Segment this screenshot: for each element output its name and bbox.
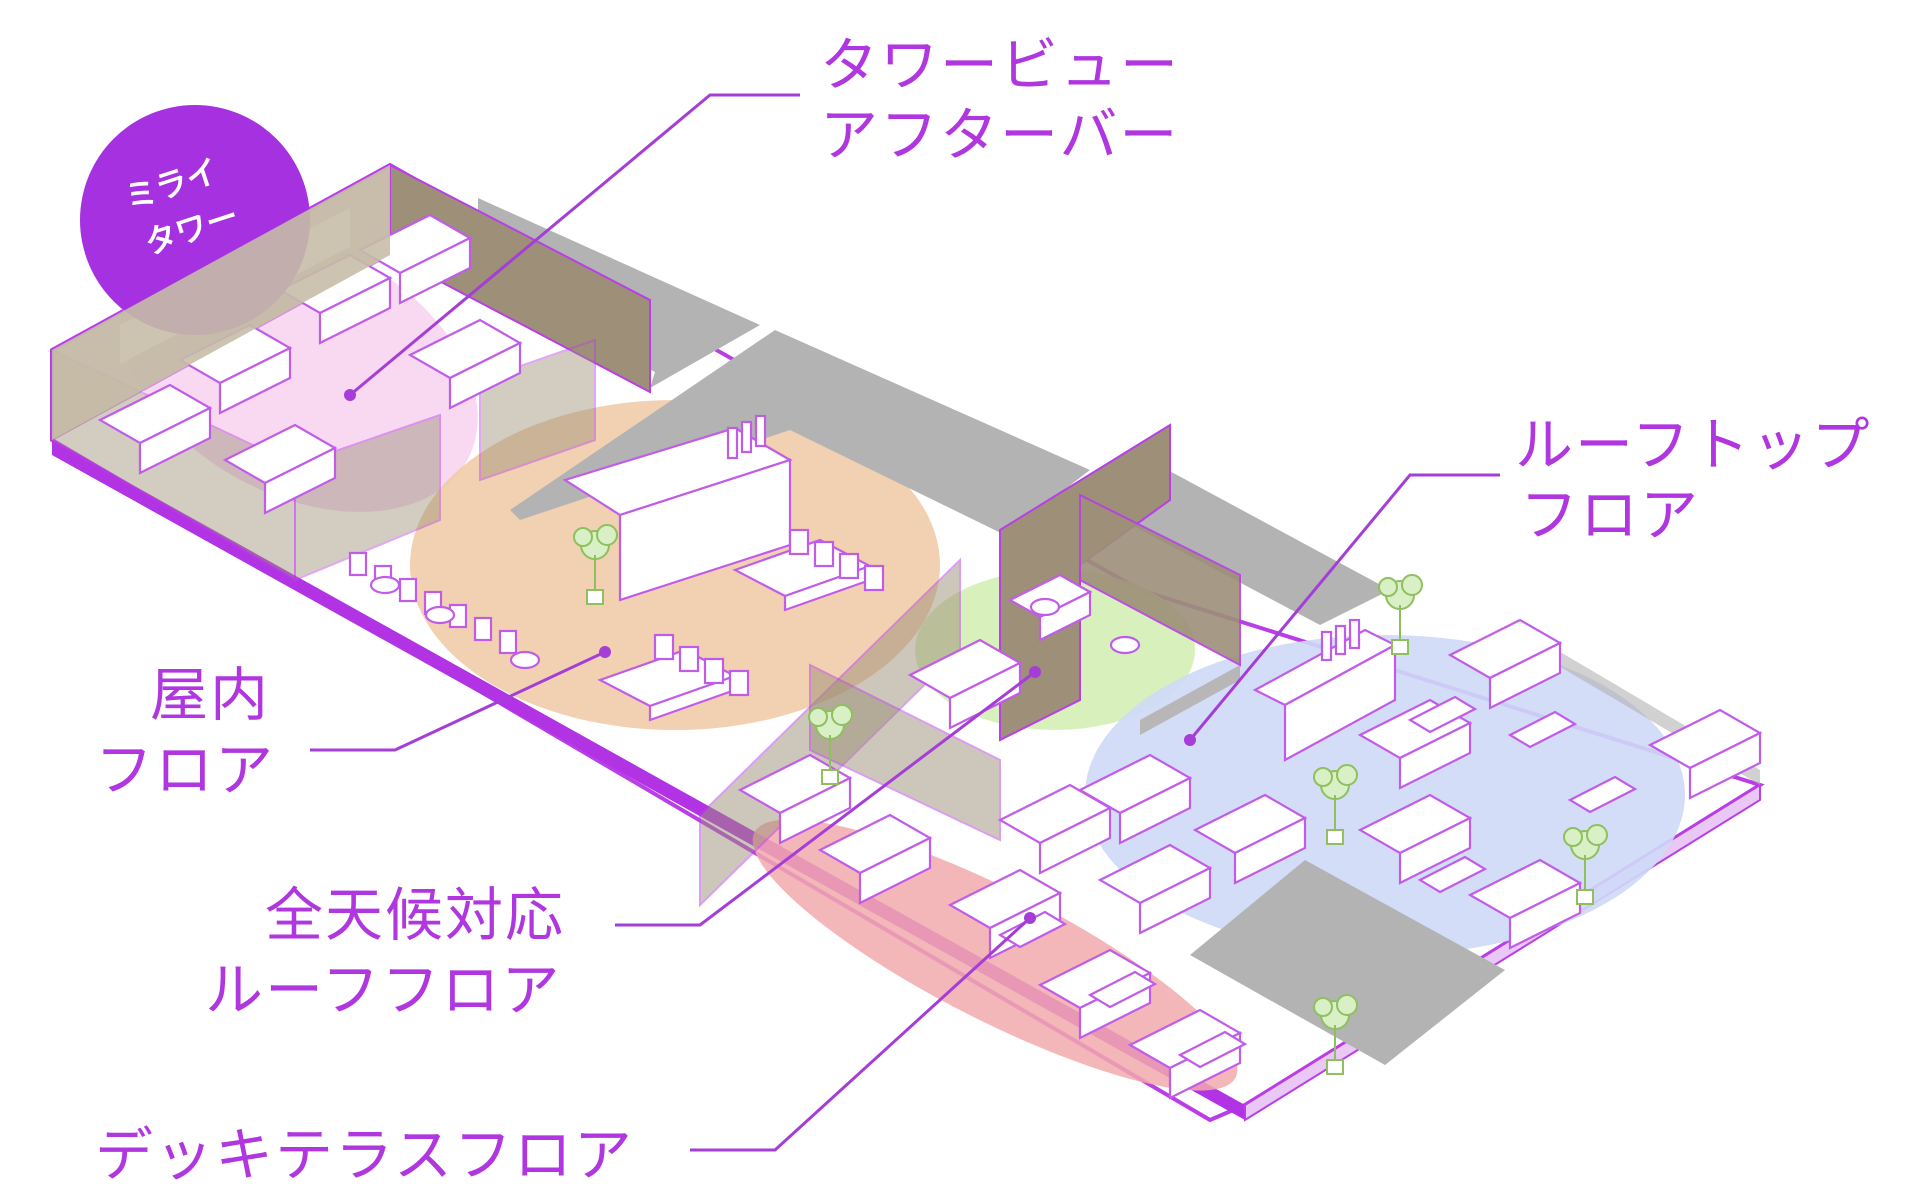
plant-icon (1313, 764, 1358, 845)
chair-row (348, 528, 885, 697)
sofa (222, 423, 338, 515)
sofa (407, 318, 523, 410)
leader-lines (310, 93, 1500, 1152)
sofa (997, 783, 1113, 875)
label-all-weather-line1: 全天候対応 (265, 881, 565, 949)
sofa (907, 638, 1023, 730)
label-indoor-floor-line2: フロア (95, 736, 275, 804)
terrace-tables (997, 695, 1638, 1069)
sofa (1447, 618, 1563, 710)
sofa (1357, 793, 1473, 885)
dining-tables (348, 528, 1141, 722)
plants (573, 524, 1608, 1075)
label-tower-view-bar-line1: タワービュー (820, 31, 1180, 99)
sofa (817, 813, 933, 905)
label-rooftop-floor-line1: ルーフトップ (1515, 411, 1872, 479)
plant-icon (1313, 994, 1358, 1075)
sofa (1467, 858, 1583, 950)
plant-icon (573, 524, 618, 605)
label-deck-terrace: デッキテラスフロア (95, 1121, 634, 1189)
round-tables (369, 575, 1141, 670)
sofa (177, 323, 293, 415)
label-tower-view-bar-line2: アフターバー (820, 101, 1179, 169)
sofa (1097, 843, 1213, 935)
labels: タワービュー アフターバー ルーフトップ フロア 屋内 フロア 全天候対応 ルー… (95, 31, 1872, 1189)
sofa (97, 383, 213, 475)
plant-icon (1378, 574, 1423, 655)
sofa (357, 213, 473, 305)
sofa (1647, 708, 1763, 800)
label-rooftop-floor-line2: フロア (1520, 481, 1700, 549)
label-indoor-floor-line1: 屋内 (150, 661, 270, 729)
plant-icon (808, 704, 853, 785)
bottles-icon (726, 414, 1361, 662)
label-all-weather-line2: ルーフフロア (205, 956, 562, 1024)
sofa (1192, 793, 1308, 885)
plant-icon (1563, 824, 1608, 905)
mirai-tower-badge: ミライ タワー (52, 105, 390, 440)
